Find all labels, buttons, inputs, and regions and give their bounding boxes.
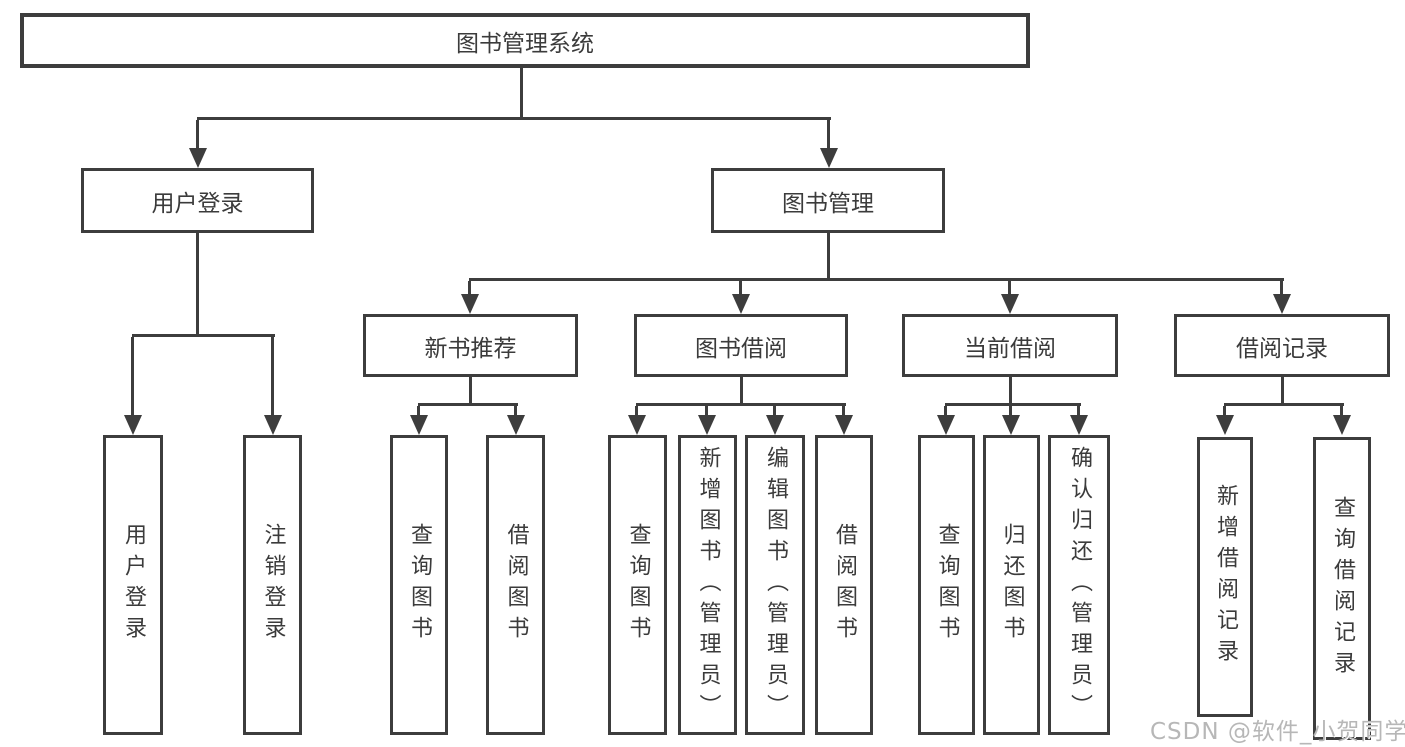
arrow-to-book-mgmt	[820, 120, 838, 168]
arrow-to-bb-borrow	[835, 406, 853, 435]
arrow-to-br-add	[1216, 406, 1234, 435]
arrow-to-rec-query	[410, 406, 428, 435]
node-label: 图书借阅	[695, 335, 787, 362]
node-library-management-system: 图书管理系统	[20, 13, 1030, 68]
arrow-to-login	[124, 337, 142, 435]
node-label: 新增借阅记录	[1213, 484, 1238, 670]
node-label: 新增图书（管理员）	[695, 445, 721, 725]
node-user-login: 用户登录	[81, 168, 314, 233]
connector-borrow-record-split	[1224, 403, 1344, 406]
node-label: 当前借阅	[964, 335, 1056, 362]
connector-book-borrow-stem	[740, 377, 743, 406]
leaf-user-login: 用户登录	[103, 435, 163, 735]
connector-book-borrow-split	[636, 403, 846, 406]
arrow-to-cb-confirm	[1070, 406, 1088, 435]
csdn-watermark: CSDN @软件_小贺同学	[1150, 719, 1405, 745]
arrow-to-borrow-record	[1273, 281, 1291, 314]
leaf-cb-return-books: 归还图书	[983, 435, 1040, 735]
leaf-bb-query-books: 查询图书	[608, 435, 667, 735]
node-label: 注销登录	[260, 523, 286, 647]
arrow-to-current-borrow	[1001, 281, 1019, 314]
leaf-cb-confirm-return-admin: 确认归还（管理员）	[1048, 435, 1110, 735]
node-label: 编辑图书（管理员）	[763, 445, 788, 725]
arrow-to-book-borrow	[732, 281, 750, 314]
leaf-br-query-record: 查询借阅记录	[1313, 437, 1371, 740]
node-label: 确认归还（管理员）	[1067, 445, 1092, 725]
leaf-logout: 注销登录	[243, 435, 302, 735]
arrow-to-bb-add	[698, 406, 716, 435]
connector-book-mgmt-stem	[827, 233, 830, 281]
arrow-to-new-book-rec	[461, 281, 479, 314]
leaf-rec-query-books: 查询图书	[390, 435, 448, 735]
connector-root-split	[197, 117, 831, 120]
arrow-to-rec-borrow	[507, 406, 525, 435]
connector-borrow-record-stem	[1281, 377, 1284, 406]
connector-user-login-stem	[196, 233, 199, 337]
node-label: 查询图书	[407, 523, 432, 647]
node-label: 借阅记录	[1236, 335, 1328, 362]
node-label: 新书推荐	[424, 335, 517, 362]
arrow-to-br-query	[1333, 406, 1351, 435]
node-book-borrowing: 图书借阅	[634, 314, 848, 377]
connector-current-borrow-split	[945, 403, 1081, 406]
node-new-book-recommendation: 新书推荐	[363, 314, 578, 377]
node-label: 归还图书	[999, 523, 1025, 647]
connector-book-mgmt-split	[469, 278, 1284, 281]
arrow-to-cb-return	[1002, 406, 1020, 435]
node-label: 用户登录	[151, 190, 244, 217]
arrow-to-cb-query	[937, 406, 955, 435]
connector-new-book-rec-stem	[469, 377, 472, 406]
leaf-bb-borrow-books: 借阅图书	[815, 435, 873, 735]
arrow-to-user-login	[189, 120, 207, 168]
node-label: 图书管理	[782, 190, 874, 217]
arrow-to-bb-query	[628, 406, 646, 435]
connector-root-stem	[520, 68, 523, 120]
node-label: 借阅图书	[503, 523, 529, 647]
leaf-bb-add-books-admin: 新增图书（管理员）	[678, 435, 737, 735]
node-label: 图书管理系统	[456, 30, 594, 57]
node-label: 查询图书	[934, 523, 960, 647]
node-book-management: 图书管理	[711, 168, 945, 233]
leaf-cb-query-books: 查询图书	[918, 435, 975, 735]
leaf-bb-edit-books-admin: 编辑图书（管理员）	[745, 435, 805, 735]
leaf-br-add-record: 新增借阅记录	[1197, 437, 1253, 717]
node-borrowing-records: 借阅记录	[1174, 314, 1390, 377]
node-label: 查询借阅记录	[1330, 495, 1355, 682]
node-label: 用户登录	[121, 523, 146, 647]
node-current-borrowing: 当前借阅	[902, 314, 1118, 377]
connector-current-borrow-stem	[1009, 377, 1012, 406]
leaf-rec-borrow-books: 借阅图书	[486, 435, 545, 735]
arrow-to-logout	[264, 337, 282, 435]
node-label: 查询图书	[625, 523, 651, 647]
node-label: 借阅图书	[832, 523, 857, 647]
connector-user-login-split	[132, 334, 275, 337]
arrow-to-bb-edit	[766, 406, 784, 435]
connector-new-book-rec-split	[418, 403, 518, 406]
